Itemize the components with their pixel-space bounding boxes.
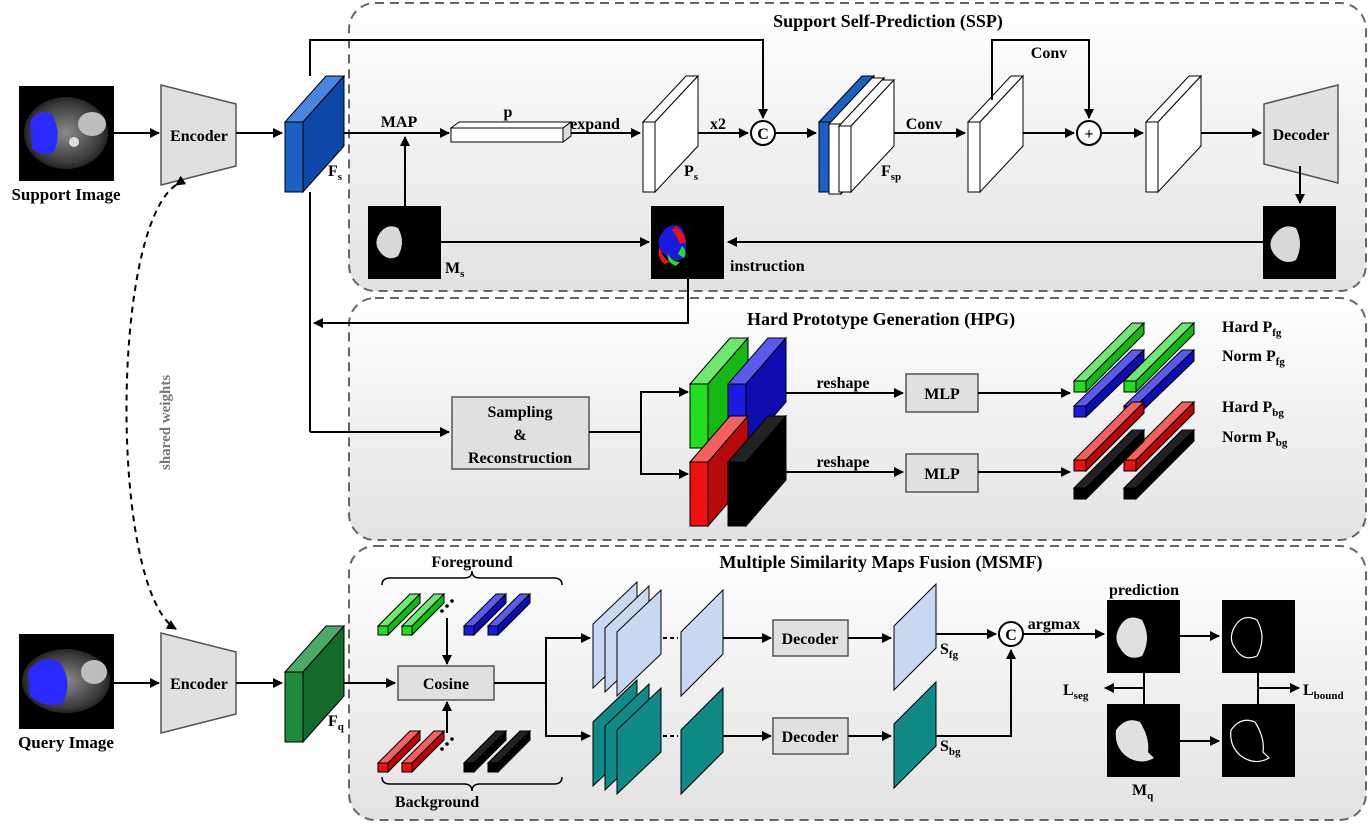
sfg-label: Sfg <box>940 641 959 661</box>
background-brace <box>381 776 563 792</box>
argmax-label: argmax <box>1028 616 1080 633</box>
ms-label: Ms <box>445 260 465 280</box>
support-encoder: Encoder <box>160 84 237 186</box>
fs-label: Fs <box>328 163 343 183</box>
svg-text:Decoder: Decoder <box>782 631 839 648</box>
reshape-label-fg: reshape <box>816 375 869 392</box>
instruction-map <box>651 206 724 279</box>
prototype-p <box>449 121 573 143</box>
msmf-decoder-fg: Decoder <box>772 619 849 657</box>
instruction-label: instruction <box>730 258 805 275</box>
hard-pfg-label: Hard Pfg <box>1222 319 1282 339</box>
bg-prototypes <box>376 729 532 774</box>
svg-text:Decoder: Decoder <box>1273 127 1330 144</box>
msmf-decoder-bg: Decoder <box>772 717 849 755</box>
svg-text:Decoder: Decoder <box>782 729 839 746</box>
mlp-fg: MLP <box>905 373 979 413</box>
concat-node-ssp: C <box>750 120 776 146</box>
svg-text:MLP: MLP <box>924 386 960 403</box>
concat-node-msmf: C <box>998 621 1024 647</box>
sbg-label: Sbg <box>940 738 961 758</box>
prediction-mask <box>1107 600 1180 673</box>
gt-mask-mq <box>1107 704 1180 777</box>
lseg-label: Lseg <box>1063 682 1089 702</box>
svg-text:Sampling: Sampling <box>488 404 553 421</box>
sbg-map <box>893 680 937 790</box>
query-encoder: Encoder <box>160 632 237 734</box>
fg-similarity-stack <box>592 580 724 698</box>
support-feature-fs <box>283 74 346 194</box>
svg-text:MLP: MLP <box>924 466 960 483</box>
support-image <box>19 86 114 181</box>
sfg-map <box>893 582 937 692</box>
fsp-feature <box>817 74 896 196</box>
fsp-label: Fsp <box>881 163 901 183</box>
gt-boundary <box>1222 704 1295 777</box>
x2-label: x2 <box>710 116 726 133</box>
msmf-title: Multiple Similarity Maps Fusion (MSMF) <box>720 552 1043 573</box>
shared-weights-arrow <box>125 175 187 630</box>
shared-weights-label: shared weights <box>158 375 174 470</box>
ssp-title: Support Self-Prediction (SSP) <box>773 11 1003 32</box>
svg-text:Encoder: Encoder <box>170 676 228 693</box>
prediction-boundary <box>1222 600 1295 673</box>
sampling-reconstruction-block: Sampling & Reconstruction <box>451 396 590 470</box>
p-label: p <box>504 104 513 121</box>
ps-label: Ps <box>684 163 699 183</box>
svg-text:Reconstruction: Reconstruction <box>468 450 572 467</box>
hpg-title: Hard Prototype Generation (HPG) <box>747 309 1015 330</box>
bg-similarity-stack <box>592 678 724 796</box>
query-feature-fq <box>283 624 346 744</box>
fg-prototypes <box>376 592 532 637</box>
svg-text:Encoder: Encoder <box>170 128 228 145</box>
reshape-label-bg: reshape <box>816 454 869 471</box>
foreground-brace <box>381 570 563 586</box>
map-label: MAP <box>381 114 418 131</box>
conv-label-2: Conv <box>1031 45 1067 62</box>
query-image <box>19 634 114 729</box>
hpg-prototypes <box>1072 321 1196 501</box>
add-output-feature <box>1144 74 1203 194</box>
hard-pbg-label: Hard Pbg <box>1222 399 1284 419</box>
mq-label: Mq <box>1132 782 1154 802</box>
conv-feature <box>966 74 1025 194</box>
svg-text:C: C <box>757 126 769 143</box>
svg-text:Cosine: Cosine <box>423 676 469 693</box>
svg-text:&: & <box>513 427 526 444</box>
mlp-bg: MLP <box>905 453 979 493</box>
svg-text:C: C <box>1005 627 1017 644</box>
support-mask-ms <box>368 206 441 279</box>
fq-label: Fq <box>328 713 345 733</box>
expand-label: expand <box>570 116 620 133</box>
background-label: Background <box>395 794 479 811</box>
conv-label-1: Conv <box>906 116 942 133</box>
svg-text:+: + <box>1084 126 1093 143</box>
cosine-block: Cosine <box>397 665 495 701</box>
norm-pfg-label: Norm Pfg <box>1222 348 1285 368</box>
support-image-label: Support Image <box>11 185 121 204</box>
ssp-decoder: Decoder <box>1263 84 1339 184</box>
norm-pbg-label: Norm Pbg <box>1222 429 1288 449</box>
add-node: + <box>1076 120 1102 146</box>
bg-feature-pair <box>688 414 788 528</box>
prediction-label: prediction <box>1109 582 1179 599</box>
ps-feature <box>641 74 700 194</box>
foreground-label: Foreground <box>431 554 512 571</box>
lbound-label: Lbound <box>1303 682 1344 702</box>
query-image-label: Query Image <box>18 733 114 752</box>
self-prediction-mask <box>1263 206 1336 279</box>
